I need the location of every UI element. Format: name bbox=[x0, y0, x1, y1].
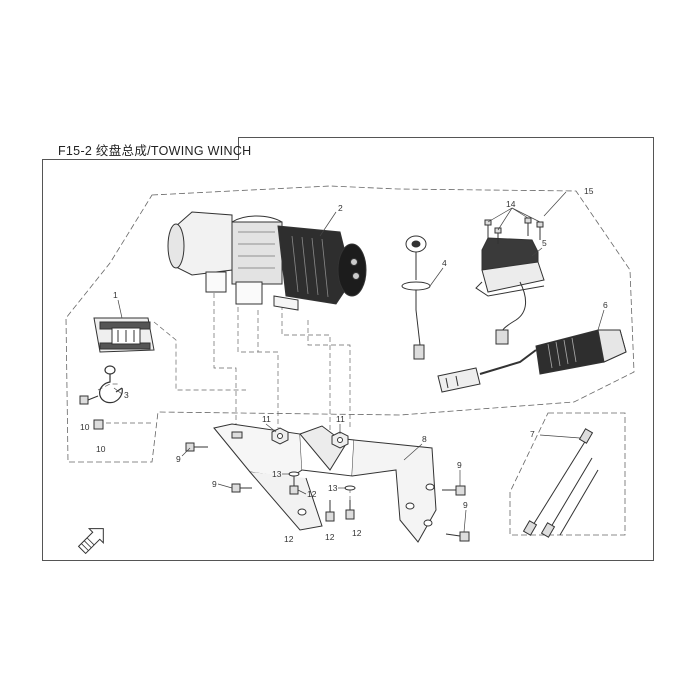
callout-3: 3 bbox=[124, 390, 129, 400]
mounting-bracket bbox=[213, 423, 437, 543]
bolts-14 bbox=[484, 217, 544, 244]
bolt-12-c bbox=[345, 500, 355, 520]
diagram-frame bbox=[42, 137, 654, 561]
bolt-10-upper bbox=[79, 395, 99, 405]
callout-13-b: 13 bbox=[328, 483, 338, 493]
callout-9-d: 9 bbox=[463, 500, 468, 510]
nut-11-right bbox=[331, 431, 349, 449]
callout-8: 8 bbox=[422, 434, 427, 444]
bolt-9-right-upper bbox=[442, 485, 466, 496]
bolt-9-left-upper bbox=[185, 442, 208, 452]
callout-4: 4 bbox=[442, 258, 447, 268]
callout-9-b: 9 bbox=[212, 479, 217, 489]
callout-9-a: 9 bbox=[176, 454, 181, 464]
washer-13-right bbox=[344, 485, 356, 491]
callout-11-a: 11 bbox=[262, 414, 271, 424]
bolt-9-right-lower bbox=[445, 531, 470, 542]
winch-motor bbox=[167, 211, 367, 311]
callout-9-c: 9 bbox=[457, 460, 462, 470]
front-arrow-icon bbox=[77, 528, 104, 555]
callout-leaders bbox=[113, 191, 605, 533]
callout-7: 7 bbox=[530, 429, 535, 439]
page-title: F15-2 绞盘总成/TOWING WINCH bbox=[58, 144, 252, 158]
callout-2: 2 bbox=[338, 203, 343, 213]
winch-hook bbox=[99, 365, 123, 404]
roller-fairlead bbox=[93, 317, 155, 353]
callout-12-a: 12 bbox=[307, 489, 317, 499]
washer-13-left bbox=[288, 471, 300, 477]
callout-10-b: 10 bbox=[96, 444, 106, 454]
callout-11-b: 11 bbox=[336, 414, 345, 424]
title-tab bbox=[42, 137, 239, 160]
callout-13-a: 13 bbox=[272, 469, 282, 479]
callout-14: 14 bbox=[506, 199, 516, 209]
assembly-outline-main bbox=[65, 185, 635, 463]
callout-5: 5 bbox=[542, 238, 547, 248]
fasteners bbox=[79, 217, 544, 542]
callout-12-d: 12 bbox=[352, 528, 362, 538]
callout-12-c: 12 bbox=[325, 532, 335, 542]
control-box bbox=[475, 237, 545, 345]
callout-numbers: 1 2 3 4 5 6 7 8 9 9 9 9 10 10 11 11 12 1… bbox=[80, 186, 608, 544]
callout-10-a: 10 bbox=[80, 422, 90, 432]
bolt-10-lower bbox=[93, 419, 104, 430]
bolt-9-left-lower bbox=[231, 483, 252, 493]
callout-15: 15 bbox=[584, 186, 594, 196]
callout-12-b: 12 bbox=[284, 534, 294, 544]
assembly-outline-handcontrol bbox=[509, 412, 626, 536]
bolt-12-b bbox=[325, 500, 335, 522]
relay-connector bbox=[401, 235, 431, 360]
callout-6: 6 bbox=[603, 300, 608, 310]
handheld-remote bbox=[437, 329, 627, 393]
callout-1: 1 bbox=[113, 290, 118, 300]
cable-harness bbox=[522, 428, 599, 538]
